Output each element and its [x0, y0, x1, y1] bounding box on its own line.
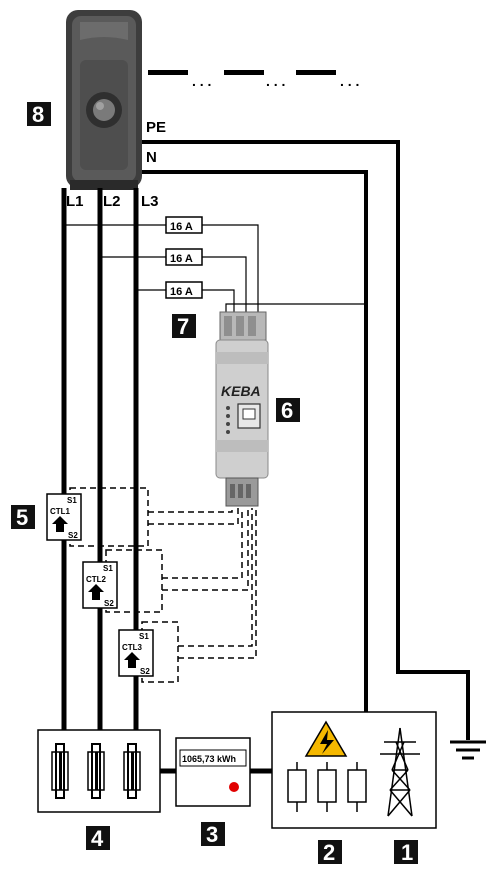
badge-5-label: 5: [16, 505, 28, 530]
fuse-holder-icon: [123, 743, 141, 799]
ct-l3-s1: S1: [139, 632, 149, 641]
power-pylon-icon: [380, 727, 420, 817]
ct-l2-s2: S2: [104, 599, 114, 608]
badge-6-label: 6: [281, 398, 293, 423]
distribution-box: [37, 729, 161, 813]
phase-l2-label: L2: [103, 193, 121, 210]
badge-3: [201, 822, 225, 846]
badge-6: [276, 398, 300, 422]
continuation-dots-1: . . .: [192, 73, 211, 89]
ct-l1-s2: S2: [68, 531, 78, 540]
ct-l1: S1 CTL1 S2: [46, 493, 82, 541]
ct-l2: S1 CTL2 S2: [82, 561, 118, 609]
fuse-2-rating: 16 A: [170, 253, 193, 265]
arrow-up-icon: [124, 652, 140, 668]
fuse-cartridge-icon: [347, 762, 367, 812]
badge-7-label: 7: [177, 314, 189, 339]
ct-l2-name: CTL2: [86, 575, 107, 584]
fuse-3-rating: 16 A: [170, 286, 193, 298]
fuse-3: 16 A: [165, 281, 203, 299]
arrow-up-icon: [88, 584, 104, 600]
badge-7: [172, 314, 196, 338]
fuse-holder-icon: [51, 743, 69, 799]
badge-8-label: 8: [32, 102, 44, 127]
badge-1: [394, 840, 418, 864]
badge-8: [27, 102, 51, 126]
ct-l2-s1: S1: [103, 564, 113, 573]
continuation-dots-3: . . .: [340, 73, 359, 89]
fuse-holder-icon: [87, 743, 105, 799]
ct-l3-name: CTL3: [122, 643, 143, 652]
badge-3-label: 3: [206, 822, 218, 847]
fuse-1-rating: 16 A: [170, 221, 193, 233]
badge-4: [86, 826, 110, 850]
pe-label: PE: [146, 119, 166, 136]
meter-reading: 1065,73 kWh: [182, 754, 236, 764]
fuse-cartridge-icon: [317, 762, 337, 812]
n-label: N: [146, 149, 157, 166]
badge-1-label: 1: [401, 840, 413, 865]
wallbox-charger: [66, 10, 142, 190]
badge-5: [11, 505, 35, 529]
badge-4-label: 4: [91, 826, 104, 851]
meter-led-icon: [229, 782, 239, 792]
fuse-1: 16 A: [165, 216, 203, 234]
fuse-cartridge-icon: [287, 762, 307, 812]
high-voltage-warning-icon: [304, 720, 348, 757]
ct-l3-s2: S2: [140, 667, 150, 676]
arrow-up-icon: [52, 516, 68, 532]
keba-module: KEBA: [215, 311, 269, 507]
badge-2: [318, 840, 342, 864]
phase-l1-label: L1: [66, 193, 84, 210]
grid-connection-box: [271, 711, 437, 829]
pe-wire: [142, 140, 470, 740]
ct-l1-s1: S1: [67, 496, 77, 505]
phase-l3-label: L3: [141, 193, 159, 210]
badge-2-label: 2: [323, 840, 335, 865]
continuation-dashes: . . . . . . . . .: [148, 70, 359, 89]
keba-brand: KEBA: [221, 383, 261, 399]
ct-l3: S1 CTL3 S2: [118, 629, 154, 677]
fuse-tap-wires: [64, 224, 366, 314]
energy-meter: 1065,73 kWh: [175, 737, 251, 807]
ct-l1-name: CTL1: [50, 507, 71, 516]
continuation-dots-2: . . .: [266, 73, 285, 89]
ground-icon: [450, 740, 486, 760]
n-wire: [142, 170, 368, 712]
fuse-2: 16 A: [165, 248, 203, 266]
